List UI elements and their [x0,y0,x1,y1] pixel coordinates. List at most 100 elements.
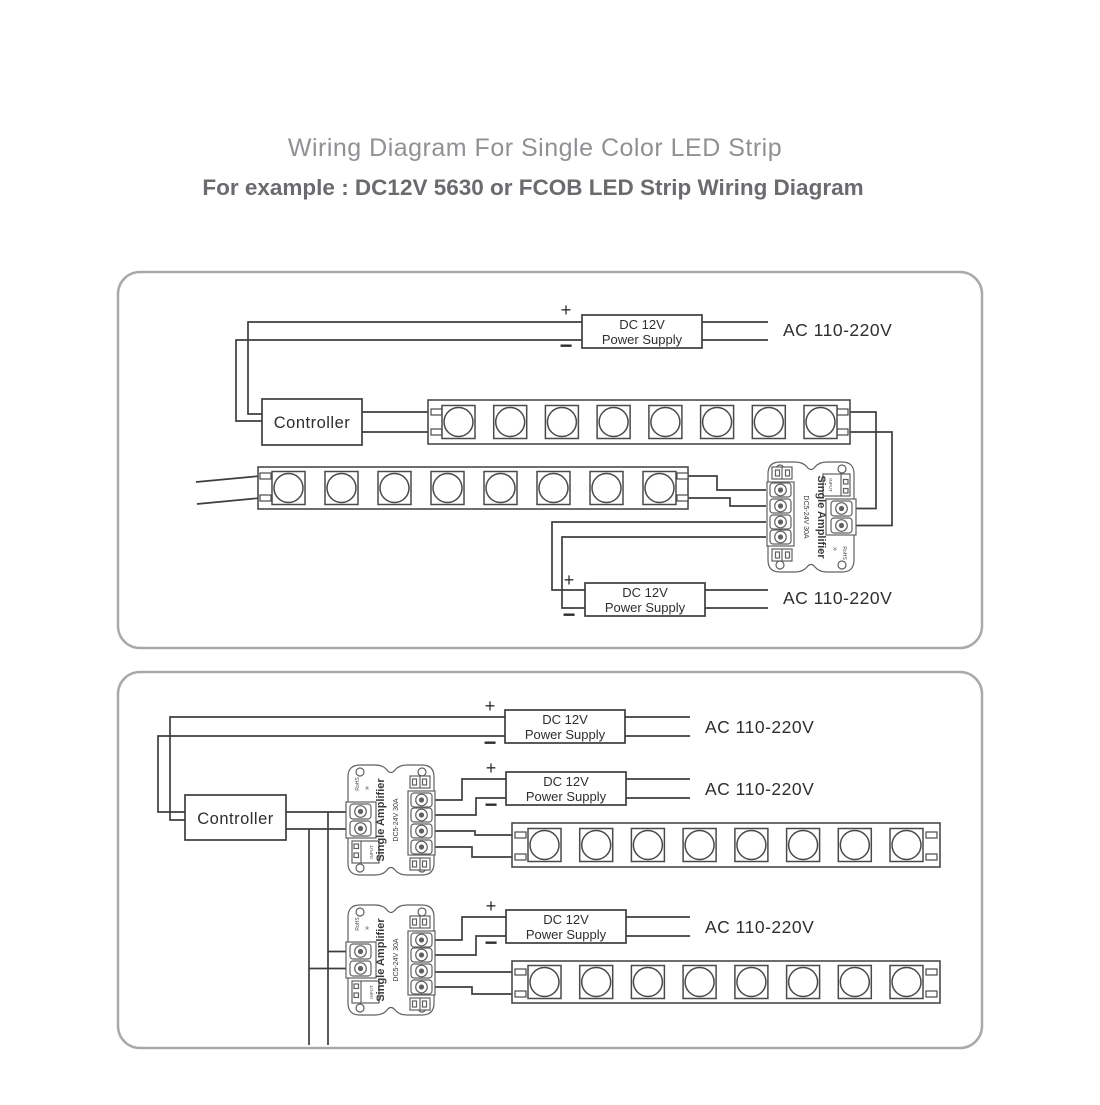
led-strip-top-2 [257,466,689,510]
power-supply-label-line1: DC 12V [622,585,668,600]
wire-psu1-minus-to-controller [235,339,582,422]
wire-amp1-to-strip1-a [435,830,515,836]
panel-top [116,270,984,650]
strip-solder-tab [514,853,527,861]
minus-label: − [485,930,498,955]
minus-label: − [485,792,498,817]
led-chip [578,964,614,1000]
wire-psu1-plus-to-controller [247,321,582,415]
page-subtitle: For example : DC12V 5630 or FCOB LED Str… [202,175,863,200]
led-chip [734,827,769,863]
led-chip [578,827,614,863]
amplifier-name-label: Single Amplifier [375,778,387,862]
led-chip [324,470,359,506]
amplifier-spec-label: DC5-24V 30A [393,938,400,982]
amplifier-rohs-label: RoHS [841,546,847,560]
power-supply-label-line2: Power Supply [525,727,606,742]
led-chip [889,964,924,1000]
led-chip [734,964,769,1000]
strip-solder-tab [514,968,527,976]
amplifier-name-label: Single Amplifier [815,475,827,559]
strip-solder-tab [259,472,272,480]
ac-voltage-label: AC 110-220V [705,779,814,799]
wire-strip1-to-amp-a [849,411,877,510]
minus-label: − [563,602,576,627]
wire-psu3-minus-to-amp2 [435,935,506,956]
amplifier-input-label: INPUT [369,845,374,859]
led-chip [430,470,465,506]
led-chip [544,404,580,440]
controller-bottom: Controller [184,794,287,841]
amplifier-name-label: Single Amplifier [375,918,387,1002]
strip-solder-tab [676,494,689,502]
strip-solder-tab [430,408,443,416]
wire-psu2-minus-to-amp [561,536,766,609]
amplifier-rohs-label: RoHS [355,917,361,931]
led-strip-top-1 [427,399,851,445]
power-supply-box [505,909,627,944]
ac-voltage-label: AC 110-220V [705,717,814,737]
wire-psu2-plus-to-amp1 [435,778,506,801]
power-supply-label-line1: DC 12V [543,912,589,927]
led-chip [785,827,821,863]
amplifier-arrow-marks: » [831,547,838,551]
strip-solder-tab [925,968,938,976]
wire-amp2-to-strip2-b [435,986,515,995]
plus-label: + [485,696,496,716]
amplifier-input-label: INPUT [828,478,833,492]
controller-top: Controller [261,398,363,446]
power-supply-label-line2: Power Supply [526,927,607,942]
led-chip [889,827,924,863]
led-chip [630,964,666,1000]
amplifier-spec-label: DC5-24V 30A [393,798,400,842]
power-supply-label-line2: Power Supply [602,332,683,347]
amplifier-input-label: INPUT [369,985,374,999]
led-chip [699,404,735,440]
power-supply-label-line1: DC 12V [542,712,588,727]
strip-solder-tab [259,494,272,502]
power-supply-top-1: DC 12V Power Supply + − AC 110-220V [560,300,892,358]
led-chip [483,470,518,506]
led-strip-bottom-2 [511,960,941,1004]
led-chip [837,964,873,1000]
led-chip [682,964,717,1000]
strip-solder-tab [514,831,527,839]
wire-strip2-lead-a [195,475,261,483]
strip-solder-tab [836,428,849,436]
amplifier-spec-label: DC5-24V 30A [802,495,809,539]
power-supply-bottom-1: DC 12V Power Supply + − AC 110-220V [484,696,814,755]
plus-label: + [486,758,497,778]
amplifier-arrow-marks: » [364,786,371,790]
led-chip [642,470,677,506]
ac-voltage-label: AC 110-220V [705,917,814,937]
led-chip [271,470,306,506]
led-chip [648,404,683,440]
led-strip-body [511,960,941,1004]
page-title: Wiring Diagram For Single Color LED Stri… [288,134,782,162]
power-supply-label-line1: DC 12V [543,774,589,789]
led-chip [536,470,571,506]
single-amplifier-bottom-1: Single Amplifier DC5-24V 30A RoHS » INPU… [345,764,436,876]
led-chip [803,404,838,440]
ac-voltage-label: AC 110-220V [783,588,892,608]
strip-solder-tab [836,408,849,416]
led-chip [785,964,821,1000]
wire-strip1-to-amp-b [849,431,893,527]
strip-solder-tab [925,853,938,861]
ac-voltage-label: AC 110-220V [783,320,892,340]
controller-box [184,794,287,841]
strip-solder-tab [925,831,938,839]
wire-psu1-minus-to-controller [157,735,505,813]
led-chip [527,827,562,863]
led-chip [596,404,631,440]
power-supply-bottom-2: DC 12V Power Supply + − AC 110-220V [485,758,814,817]
controller-label: Controller [197,810,274,828]
strip-solder-tab [676,472,689,480]
amplifier-rohs-label: RoHS [355,777,361,791]
plus-label: + [561,300,572,320]
wires-top-panel [195,321,893,609]
wire-psu3-plus-to-amp2 [435,916,506,941]
strip-solder-tab [925,990,938,998]
led-chip [837,827,873,863]
